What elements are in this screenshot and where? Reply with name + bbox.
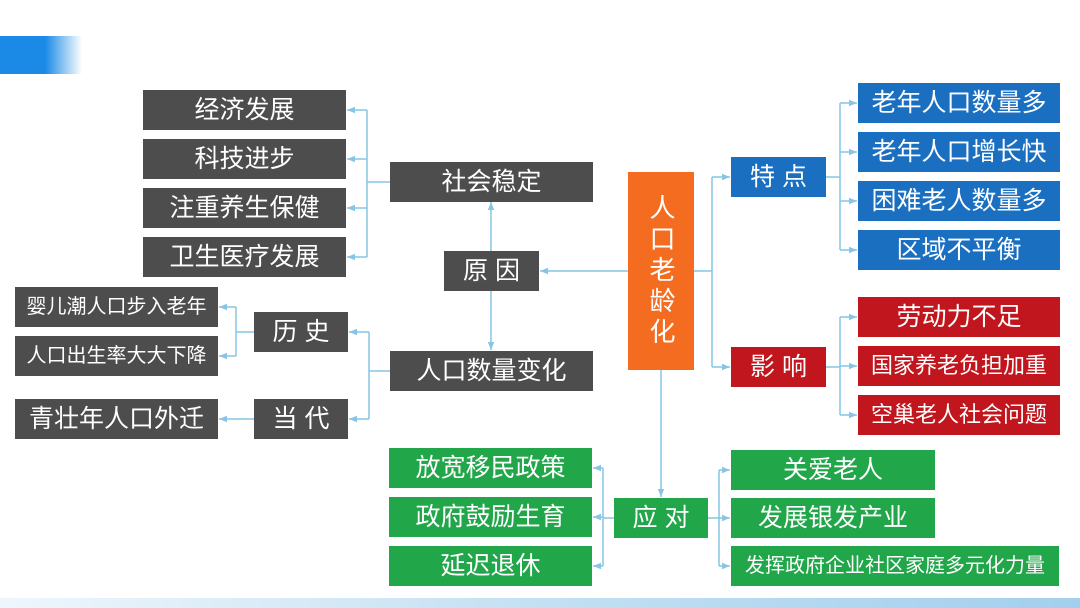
- response-care-for-elderly: 关爱老人: [731, 450, 935, 490]
- birth-rate-decline-node: 人口出生率大大下降: [15, 336, 218, 376]
- bracket-responses-left: [602, 468, 614, 566]
- population-change-node: 人口数量变化: [390, 351, 593, 391]
- responses-node: 应 对: [614, 498, 708, 538]
- response-silver-industry: 发展银发产业: [731, 498, 935, 538]
- feature-regional-imbalance: 区域不平衡: [858, 230, 1060, 270]
- feature-large-elderly-population: 老年人口数量多: [858, 83, 1060, 123]
- history-node: 历 史: [254, 312, 348, 352]
- features-node: 特 点: [731, 157, 826, 197]
- response-multi-party-forces: 发挥政府企业社区家庭多元化力量: [731, 546, 1059, 586]
- bracket-features: [826, 103, 841, 250]
- impacts-node: 影 响: [731, 347, 826, 387]
- response-delay-retirement: 延迟退休: [389, 546, 592, 586]
- header-accent-bar: [0, 36, 82, 74]
- medical-development-node: 卫生医疗发展: [143, 237, 346, 277]
- response-relax-immigration: 放宽移民政策: [389, 448, 592, 488]
- health-awareness-node: 注重养生保健: [143, 188, 346, 228]
- central-topic-node: 人口老龄化: [628, 172, 694, 370]
- feature-fast-growth: 老年人口增长快: [858, 132, 1060, 172]
- bracket-history: [235, 307, 254, 356]
- youth-emigration-node: 青壮年人口外迁: [15, 399, 218, 439]
- baby-boom-aging-node: 婴儿潮人口步入老年: [15, 287, 218, 327]
- impact-labor-shortage: 劳动力不足: [858, 297, 1060, 337]
- economic-development-node: 经济发展: [143, 90, 346, 130]
- impact-pension-burden: 国家养老负担加重: [858, 346, 1060, 386]
- bracket-responses-right: [708, 470, 720, 566]
- causes-node: 原 因: [444, 251, 539, 291]
- bracket-population-change: [368, 332, 390, 419]
- footer-gradient-strip: [0, 598, 1080, 608]
- bracket-social-stability: [366, 110, 390, 257]
- bracket-impacts: [826, 317, 841, 415]
- bracket-center-right: [694, 177, 713, 367]
- tech-progress-node: 科技进步: [143, 139, 346, 179]
- social-stability-node: 社会稳定: [390, 162, 593, 202]
- present-day-node: 当 代: [254, 399, 348, 439]
- feature-many-needy-elderly: 困难老人数量多: [858, 181, 1060, 221]
- response-encourage-births: 政府鼓励生育: [389, 497, 592, 537]
- impact-empty-nest-elderly: 空巢老人社会问题: [858, 395, 1060, 435]
